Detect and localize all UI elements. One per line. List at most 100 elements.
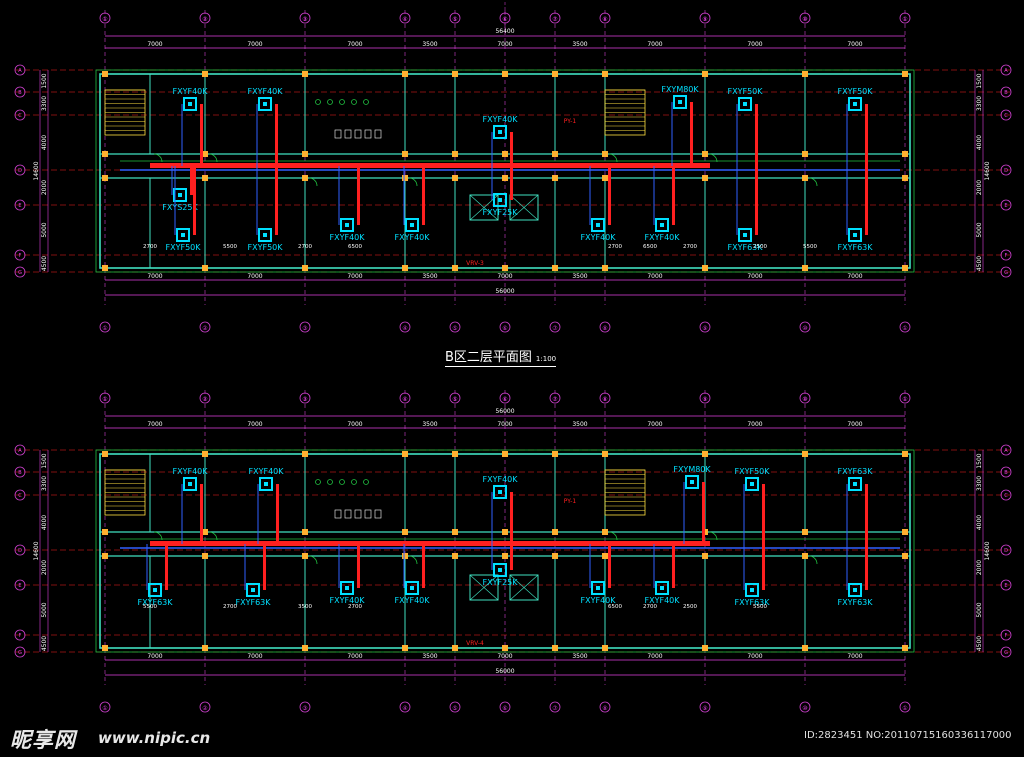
indoor-unit <box>738 97 752 111</box>
elevator-cross <box>469 574 499 601</box>
room-dimension: 2700 <box>298 244 312 250</box>
grid-axis-label: ⑧ <box>602 325 607 332</box>
structural-column <box>402 151 408 157</box>
indoor-unit <box>493 193 507 207</box>
grid-axis-bubble <box>549 392 561 404</box>
fixture <box>334 509 342 519</box>
structural-column <box>702 265 708 271</box>
grid-row-bubble <box>1000 646 1012 658</box>
structural-column <box>602 151 608 157</box>
structural-column <box>402 553 408 559</box>
grid-row-label: A <box>18 68 22 74</box>
refrigerant-branch-pipe <box>357 166 360 225</box>
room-dimension: 6500 <box>608 604 622 610</box>
indoor-unit-core <box>264 482 268 486</box>
fixture <box>344 129 352 139</box>
grid-axis-label: ① <box>102 396 107 403</box>
indoor-unit <box>493 563 507 577</box>
dimension-left: 4500 <box>41 256 48 271</box>
room-dimension: 2700 <box>143 244 157 250</box>
indoor-unit-core <box>853 482 857 486</box>
grid-axis-label: ⑤ <box>452 16 457 23</box>
grid-axis-bubble <box>99 392 111 404</box>
grid-row-bubble <box>1000 466 1012 478</box>
structural-column <box>702 451 708 457</box>
grid-axis-bubble <box>799 392 811 404</box>
indoor-unit-core <box>743 102 747 106</box>
grid-row-label: A <box>18 448 22 454</box>
dimension-span: 3500 <box>572 421 587 428</box>
structural-column <box>502 151 508 157</box>
dimension-span: 7000 <box>747 653 762 660</box>
grid-axis-label: ⑩ <box>802 325 807 332</box>
structural-column <box>802 175 808 181</box>
structural-column <box>202 265 208 271</box>
grid-row-bubble <box>14 466 26 478</box>
structural-column <box>602 451 608 457</box>
dimension-right: 3300 <box>976 476 983 491</box>
structural-column <box>502 645 508 651</box>
grid-row-bubble <box>14 266 26 278</box>
grid-row-bubble <box>1000 544 1012 556</box>
grid-row-label: C <box>18 113 22 119</box>
grid-axis-bubble <box>399 701 411 713</box>
grid-axis-bubble <box>449 701 461 713</box>
grid-row-label: F <box>1005 633 1008 639</box>
indoor-unit-core <box>750 482 754 486</box>
grid-axis-label: ④ <box>402 705 407 712</box>
refrigerant-branch-pipe <box>608 544 611 588</box>
room-dimension: 2700 <box>608 244 622 250</box>
grid-axis-label: ④ <box>402 396 407 403</box>
refrigerant-main-pipe <box>150 541 710 546</box>
system-tag: PY-1 <box>564 498 577 505</box>
structural-column <box>202 151 208 157</box>
dimension-span: 7000 <box>347 41 362 48</box>
grid-axis-bubble <box>799 701 811 713</box>
grid-axis-label: ⑩ <box>802 705 807 712</box>
grid-axis-label: ⑧ <box>602 705 607 712</box>
grid-axis-bubble <box>99 701 111 713</box>
grid-axis-label: ⑨ <box>702 325 707 332</box>
dimension-span: 7000 <box>647 273 662 280</box>
indoor-unit <box>258 228 272 242</box>
grid-axis-bubble <box>449 392 461 404</box>
grid-axis-bubble <box>299 12 311 24</box>
room-dimension: 2700 <box>683 244 697 250</box>
refrigerant-branch-pipe <box>422 544 425 588</box>
grid-row-bubble <box>14 109 26 121</box>
structural-column <box>602 529 608 535</box>
structural-column <box>102 645 108 651</box>
grid-row-bubble <box>1000 164 1012 176</box>
indoor-unit-label: FXYF50K <box>166 243 202 252</box>
grid-axis-bubble <box>299 321 311 333</box>
room-dimension: 6500 <box>348 244 362 250</box>
structural-column <box>702 553 708 559</box>
structural-column <box>452 175 458 181</box>
grid-row-label: G <box>1004 650 1008 656</box>
grid-axis-label: ① <box>902 396 907 403</box>
dimension-span: 3500 <box>572 653 587 660</box>
grid-row-bubble <box>14 199 26 211</box>
dimension-total-top: 56000 <box>495 408 514 415</box>
grid-axis-bubble <box>199 321 211 333</box>
structural-column <box>202 71 208 77</box>
grid-row-label: G <box>18 650 22 656</box>
indoor-unit-label: FXYF63K <box>838 598 874 607</box>
grid-axis-bubble <box>499 701 511 713</box>
building-outline-outer <box>95 449 915 653</box>
dimension-span: 3500 <box>422 273 437 280</box>
indoor-unit-label: FXYF40K <box>248 87 284 96</box>
structural-column <box>552 529 558 535</box>
grid-axis-bubble <box>549 701 561 713</box>
indoor-unit <box>148 583 162 597</box>
dimension-left: 5000 <box>41 602 48 617</box>
structural-column <box>552 151 558 157</box>
indoor-unit-label: FXYF63K <box>728 243 764 252</box>
structural-column <box>802 451 808 457</box>
structural-column <box>202 175 208 181</box>
door-swing <box>308 555 318 565</box>
indoor-unit-core <box>188 482 192 486</box>
dimension-left: 1500 <box>41 453 48 468</box>
dimension-left: 4000 <box>41 515 48 530</box>
